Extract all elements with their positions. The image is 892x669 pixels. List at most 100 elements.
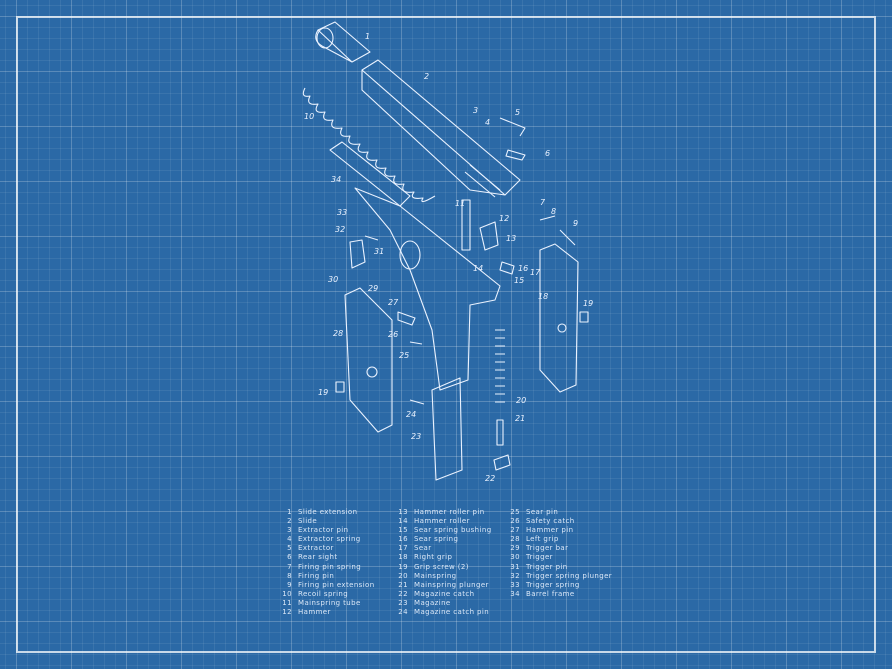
legend-label: Mainspring tube [298, 598, 361, 607]
callout-11: 11 [455, 199, 466, 208]
legend-item: 20 Mainspring [392, 572, 492, 581]
callout-29: 29 [368, 284, 379, 293]
legend-label: Safety catch [526, 517, 575, 526]
legend-item: 27 Hammer pin [504, 526, 612, 535]
legend-number: 31 [510, 562, 520, 571]
legend-item: 32 Trigger spring plunger [504, 572, 612, 581]
legend-number: 6 [287, 553, 292, 562]
legend-label: Trigger spring [526, 580, 580, 589]
legend-label: Hammer pin [526, 526, 574, 535]
slide-extension [315, 21, 371, 63]
legend-label: Extractor spring [298, 535, 361, 544]
callout-14: 14 [473, 264, 484, 273]
callout-4: 4 [485, 118, 491, 127]
legend-label: Grip screw (2) [414, 562, 469, 571]
legend-label: Slide extension [298, 508, 358, 516]
legend-label: Recoil spring [298, 589, 349, 598]
legend-number: 1 [287, 508, 292, 516]
callout-12: 12 [499, 214, 510, 223]
callout-5: 5 [515, 108, 521, 117]
legend-label: Trigger spring plunger [526, 571, 613, 580]
callout-19-left: 19 [318, 388, 329, 397]
legend-item: 1 Slide extension [276, 508, 375, 517]
mainspring [493, 329, 511, 471]
legend-item: 31 Trigger pin [504, 563, 612, 572]
legend-label: Magazine catch [414, 589, 475, 598]
legend-number: 8 [287, 571, 292, 580]
legend-number: 11 [282, 598, 292, 607]
legend-label: Mainspring plunger [414, 580, 489, 589]
legend-number: 30 [510, 553, 520, 562]
legend-number: 19 [398, 562, 408, 571]
callout-13: 13 [506, 234, 517, 243]
legend-number: 10 [282, 589, 292, 598]
small-parts [335, 117, 589, 405]
legend-number: 32 [510, 571, 520, 580]
legend-label: Magazine catch pin [414, 608, 490, 617]
legend-label: Hammer roller [414, 517, 470, 526]
callout-25: 25 [399, 351, 410, 360]
callout-7: 7 [540, 198, 546, 207]
barrel [329, 141, 411, 207]
legend-number: 4 [287, 535, 292, 544]
legend-item: 24 Magazine catch pin [392, 608, 492, 617]
legend-label: Trigger pin [526, 562, 568, 571]
legend-number: 24 [398, 608, 408, 617]
legend-label: Rear sight [298, 553, 338, 562]
legend-label: Hammer roller pin [414, 508, 485, 516]
legend-number: 5 [287, 544, 292, 553]
legend-label: Hammer [298, 608, 331, 617]
legend-item: 30 Trigger [504, 553, 612, 562]
callout-1: 1 [365, 32, 371, 41]
callout-15: 15 [514, 276, 525, 285]
legend-label: Firing pin extension [298, 580, 375, 589]
legend-label: Trigger [526, 553, 553, 562]
slide [361, 59, 521, 198]
callout-3: 3 [473, 106, 479, 115]
callout-18: 18 [538, 292, 549, 301]
callout-10: 10 [304, 112, 315, 121]
callout-30: 30 [328, 275, 339, 284]
legend-label: Extractor [298, 544, 334, 553]
legend-item: 33 Trigger spring [504, 581, 612, 590]
legend-label: Sear spring [414, 535, 459, 544]
callout-19-right: 19 [583, 299, 594, 308]
legend-number: 27 [510, 526, 520, 535]
legend-label: Firing pin spring [298, 562, 362, 571]
callout-27: 27 [388, 298, 399, 307]
callout-2: 2 [424, 72, 430, 81]
legend-number: 28 [510, 535, 520, 544]
blueprint-border [16, 16, 876, 653]
frame [354, 187, 501, 391]
legend-number: 3 [287, 526, 292, 535]
callout-26: 26 [388, 330, 399, 339]
legend-number: 9 [287, 580, 292, 589]
legend-number: 20 [398, 571, 408, 580]
callout-9: 9 [573, 219, 579, 228]
legend-label: Mainspring [414, 571, 457, 580]
callout-24: 24 [406, 410, 417, 419]
legend-item: 9 Firing pin extension [276, 581, 375, 590]
legend-number: 21 [398, 580, 408, 589]
legend-number: 23 [398, 598, 408, 607]
legend-number: 33 [510, 580, 520, 589]
legend-number: 26 [510, 517, 520, 526]
left-grip [344, 287, 393, 433]
callout-17: 17 [530, 268, 541, 277]
callout-20: 20 [516, 396, 527, 405]
